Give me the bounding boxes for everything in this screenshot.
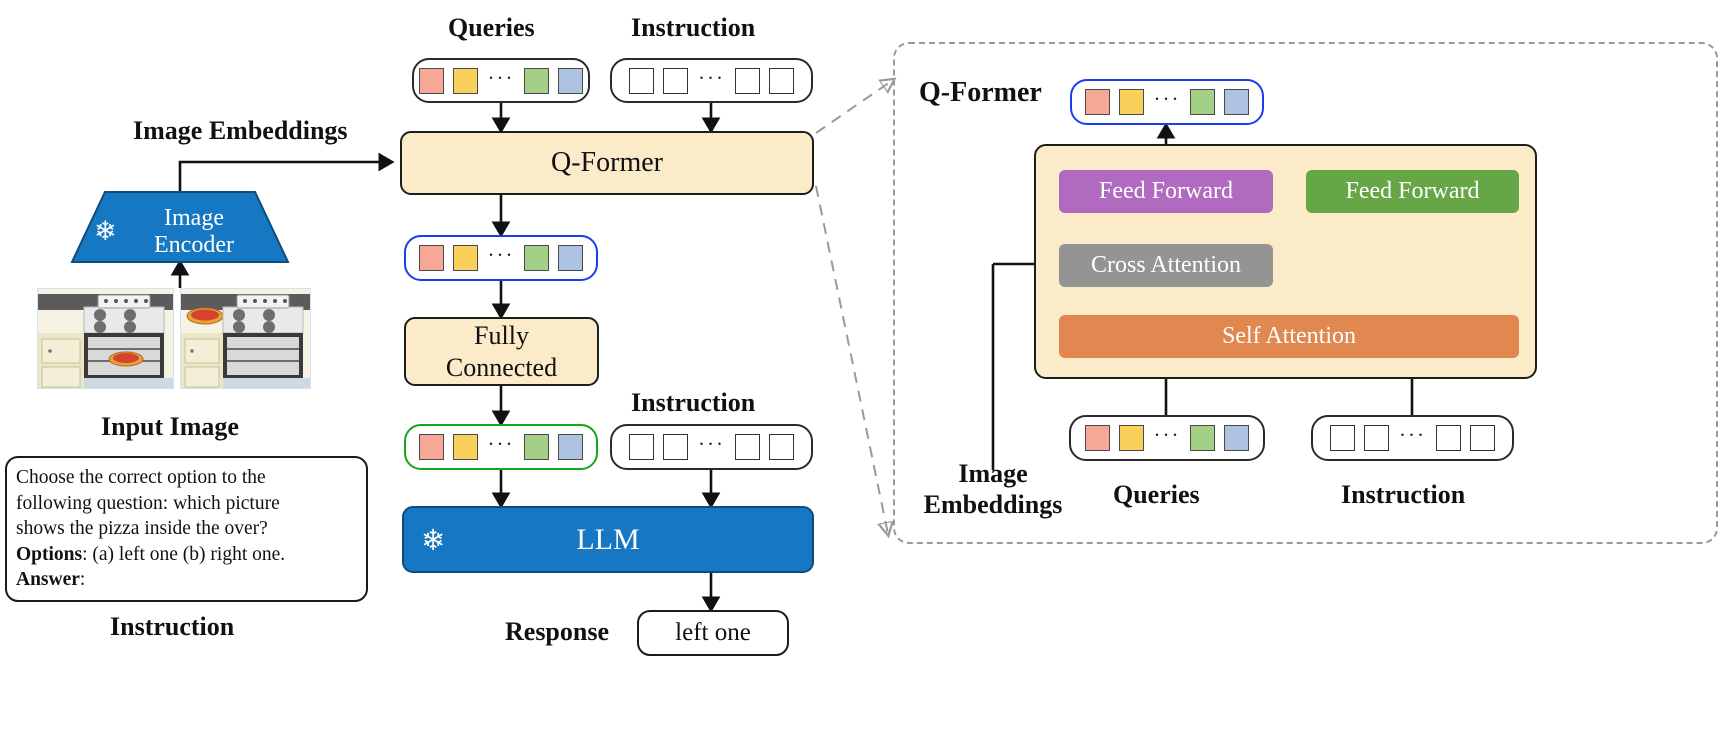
- instruction-token: [734, 434, 760, 460]
- detail-label-image-embeddings: Image Embeddings: [923, 459, 1063, 519]
- instruction-options-line: Options: (a) left one (b) right one.: [16, 542, 357, 568]
- query-token-green: [1190, 89, 1216, 115]
- queries-token-strip-output[interactable]: ···: [404, 235, 598, 281]
- image-encoder-label: Image Encoder: [154, 205, 234, 258]
- detail-label-instruction: Instruction: [1341, 480, 1466, 509]
- instruction-token: [1364, 425, 1389, 451]
- self-attention-block[interactable]: Self Attention: [1059, 315, 1519, 358]
- instruction-token: [1330, 425, 1355, 451]
- feed-forward-text-block[interactable]: Feed Forward: [1306, 170, 1519, 213]
- fully-connected-line-1: Fully: [474, 320, 529, 350]
- label-instruction-middle: Instruction: [631, 388, 756, 417]
- ellipsis-icon: ···: [487, 432, 515, 456]
- detail-output-token-strip[interactable]: ···: [1070, 79, 1264, 125]
- instruction-text-panel: Choose the correct option to the followi…: [5, 456, 368, 602]
- instruction-line-1: Choose the correct option to the: [16, 467, 266, 488]
- query-token-yellow: [452, 245, 478, 271]
- feed-forward-text-label: Feed Forward: [1345, 178, 1480, 204]
- fully-connected-block[interactable]: Fully Connected: [404, 317, 599, 386]
- query-token-red: [1084, 425, 1110, 451]
- label-input-image: Input Image: [101, 412, 239, 441]
- projected-token-yellow: [452, 434, 478, 460]
- detail-label-queries: Queries: [1113, 480, 1200, 509]
- fully-connected-line-2: Connected: [445, 352, 558, 382]
- instruction-token: [629, 67, 654, 94]
- query-token-red: [418, 67, 444, 94]
- instruction-token: [1435, 425, 1461, 451]
- query-token-blue: [558, 67, 584, 94]
- response-value: left one: [675, 619, 751, 646]
- query-token-blue: [1224, 425, 1250, 451]
- projected-token-strip[interactable]: ···: [404, 424, 598, 470]
- label-response: Response: [505, 617, 610, 646]
- instruction-token: [629, 434, 654, 460]
- snowflake-icon: ❄: [94, 216, 117, 246]
- query-token-blue: [1224, 89, 1250, 115]
- instruction-answer-line: Answer:: [16, 567, 357, 593]
- feed-forward-query-label: Feed Forward: [1099, 178, 1233, 204]
- query-token-green: [1190, 425, 1216, 451]
- options-value: : (a) left one (b) right one.: [82, 543, 286, 565]
- llm-block[interactable]: ❄ LLM: [402, 506, 814, 573]
- instruction-token-strip-top[interactable]: ···: [610, 58, 813, 103]
- cross-attention-label: Cross Attention: [1090, 252, 1241, 278]
- instruction-token: [768, 67, 794, 94]
- answer-value: :: [79, 569, 86, 590]
- ellipsis-icon: ···: [698, 65, 725, 90]
- ellipsis-icon: ···: [1153, 87, 1181, 111]
- q-former-detail-panel: [893, 42, 1718, 544]
- label-instruction-panel: Instruction: [110, 612, 235, 641]
- response-box: left one: [637, 610, 789, 656]
- label-instruction-top: Instruction: [631, 13, 756, 42]
- instruction-token-strip-llm[interactable]: ···: [610, 424, 813, 470]
- image-encoder-block[interactable]: ❄ Image Encoder: [70, 191, 290, 264]
- ellipsis-icon: ···: [1153, 423, 1181, 447]
- query-token-yellow: [452, 67, 478, 94]
- query-token-red: [418, 245, 444, 271]
- query-token-green: [524, 67, 550, 94]
- label-queries-top: Queries: [448, 13, 535, 42]
- detail-instruction-token-strip[interactable]: ···: [1311, 415, 1514, 461]
- feed-forward-query-block[interactable]: Feed Forward: [1059, 170, 1273, 213]
- snowflake-icon: ❄: [421, 525, 446, 557]
- ellipsis-icon: ···: [1399, 423, 1426, 447]
- label-image-embeddings: Image Embeddings: [133, 116, 348, 145]
- instruction-line-3: shows the pizza inside the over?: [16, 518, 268, 539]
- instruction-token: [1469, 425, 1495, 451]
- q-former-label: Q-Former: [551, 147, 663, 178]
- answer-label: Answer: [16, 569, 80, 590]
- queries-token-strip-top[interactable]: ···: [412, 58, 590, 103]
- query-token-green: [524, 245, 550, 271]
- instruction-token: [663, 67, 688, 94]
- projected-token-red: [418, 434, 444, 460]
- q-former-detail-title: Q-Former: [919, 77, 1042, 108]
- query-token-blue: [558, 245, 584, 271]
- ellipsis-icon: ···: [698, 432, 725, 456]
- input-thumbnail-right[interactable]: [180, 288, 311, 389]
- query-token-red: [1084, 89, 1110, 115]
- self-attention-label: Self Attention: [1222, 323, 1356, 349]
- ellipsis-icon: ···: [487, 65, 515, 90]
- projected-token-blue: [558, 434, 584, 460]
- instruction-line-2: following question: which picture: [16, 492, 280, 514]
- options-label: Options: [16, 543, 83, 565]
- cross-attention-block[interactable]: Cross Attention: [1059, 244, 1273, 287]
- query-token-yellow: [1118, 89, 1144, 115]
- projected-token-green: [524, 434, 550, 460]
- instruction-token: [734, 67, 760, 94]
- input-thumbnail-left[interactable]: [37, 288, 174, 389]
- query-token-yellow: [1118, 425, 1144, 451]
- instruction-token: [768, 434, 794, 460]
- detail-queries-token-strip[interactable]: ···: [1069, 415, 1265, 461]
- llm-label: LLM: [576, 522, 640, 556]
- instruction-token: [663, 434, 688, 460]
- ellipsis-icon: ···: [487, 243, 515, 267]
- q-former-block[interactable]: Q-Former: [400, 131, 814, 195]
